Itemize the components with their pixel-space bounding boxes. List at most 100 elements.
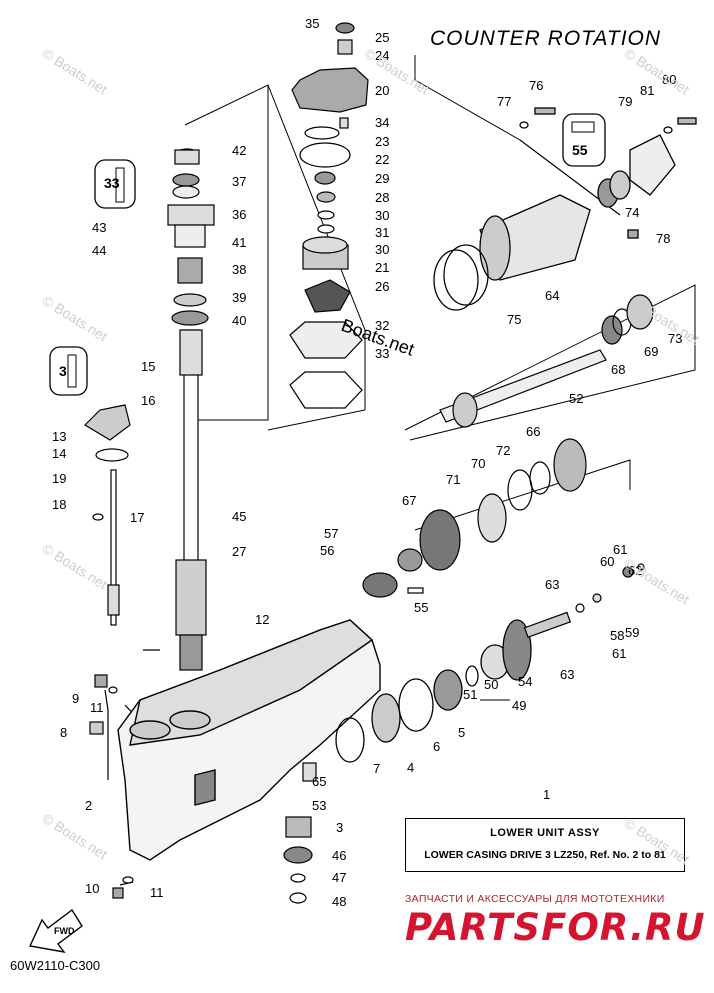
callout-63: 63 [560,667,574,682]
callout-81: 81 [640,83,654,98]
lower-casing [117,619,381,861]
diagram-code: 60W2110-C300 [10,958,101,973]
callout-65: 65 [312,774,326,789]
clutch-parts [362,438,645,638]
fwd-arrow [28,908,83,953]
prop-housing [433,107,697,311]
callout-67: 67 [402,493,416,508]
callout-20: 20 [375,83,389,98]
callout-68: 68 [611,362,625,377]
callout-52: 52 [569,391,583,406]
callout-18: 18 [52,497,66,512]
callout-44: 44 [92,243,106,258]
callout-62: 62 [628,563,642,578]
callout-11: 11 [90,700,104,715]
callout-49: 49 [512,698,526,713]
callout-35: 35 [305,16,319,31]
bearing-housing-rings [335,619,532,763]
callout-63: 63 [545,577,559,592]
callout-80: 80 [662,72,676,87]
callout-16: 16 [141,393,155,408]
callout-numbers: 3525242034232229283031302126323342373641… [52,16,682,909]
callout-15: 15 [141,359,155,374]
callout-27: 27 [232,544,246,559]
shop-tagline: ЗАПЧАСТИ И АКСЕССУАРЫ ДЛЯ МОТОТЕХНИКИ [405,893,665,905]
callout-3: 3 [336,820,343,835]
callout-42: 42 [232,143,246,158]
callout-9: 9 [72,691,79,706]
callout-21: 21 [375,260,389,275]
callout-72: 72 [496,443,510,458]
assembly-box: LOWER UNIT ASSY LOWER CASING DRIVE 3 LZ2… [405,818,685,872]
driveshaft [175,329,207,671]
callout-60: 60 [600,554,614,569]
callout-76: 76 [529,78,543,93]
assembly-description: LOWER CASING DRIVE 3 LZ250, Ref. No. 2 t… [424,849,666,861]
callout-41: 41 [232,235,246,250]
shift-rod-parts [84,404,131,735]
callout-74: 74 [625,205,639,220]
callout-59: 59 [625,625,639,640]
inset-label-55: 55 [572,142,588,158]
callout-69: 69 [644,344,658,359]
page-title: COUNTER ROTATION [430,27,662,50]
callout-43: 43 [92,220,106,235]
fwd-label: FWD [54,926,75,936]
callout-1: 1 [543,787,550,802]
callout-64: 64 [545,288,559,303]
callout-51: 51 [463,687,477,702]
callout-73: 73 [668,331,682,346]
callout-47: 47 [332,870,346,885]
callout-23: 23 [375,134,389,149]
shop-logo: PARTSFOR.RU [405,906,706,949]
callout-71: 71 [446,472,460,487]
callout-54: 54 [518,674,532,689]
inset-label-33: 33 [104,175,120,191]
callout-31: 31 [375,225,389,240]
callout-46: 46 [332,848,346,863]
water-pump-parts [289,22,369,409]
callout-12: 12 [255,612,269,627]
callout-33: 33 [375,346,389,361]
callout-56: 56 [320,543,334,558]
callout-5: 5 [458,725,465,740]
callout-11: 11 [150,885,164,900]
callout-13: 13 [52,429,66,444]
callout-53: 53 [312,798,326,813]
callout-14: 14 [52,446,66,461]
callout-37: 37 [232,174,246,189]
callout-45: 45 [232,509,246,524]
callout-40: 40 [232,313,246,328]
callout-58: 58 [610,628,624,643]
callout-34: 34 [375,115,389,130]
callout-75: 75 [507,312,521,327]
callout-70: 70 [471,456,485,471]
callout-66: 66 [526,424,540,439]
callout-57: 57 [324,526,338,541]
callout-24: 24 [375,48,389,63]
callout-22: 22 [375,152,389,167]
callout-79: 79 [618,94,632,109]
callout-10: 10 [85,881,99,896]
pinion-parts [112,762,317,904]
propeller-shaft [439,294,654,428]
callout-7: 7 [373,761,380,776]
callout-26: 26 [375,279,389,294]
callout-38: 38 [232,262,246,277]
upper-shaft-parts [167,148,215,326]
callout-6: 6 [433,739,440,754]
callout-2: 2 [85,798,92,813]
callout-39: 39 [232,290,246,305]
assembly-title: LOWER UNIT ASSY [490,827,600,839]
callout-19: 19 [52,471,66,486]
callout-28: 28 [375,190,389,205]
callout-78: 78 [656,231,670,246]
inset-label-3: 3 [59,363,67,379]
callout-25: 25 [375,30,389,45]
inset-marks [67,121,595,388]
callout-30: 30 [375,242,389,257]
callout-32: 32 [375,318,389,333]
callout-17: 17 [130,510,144,525]
